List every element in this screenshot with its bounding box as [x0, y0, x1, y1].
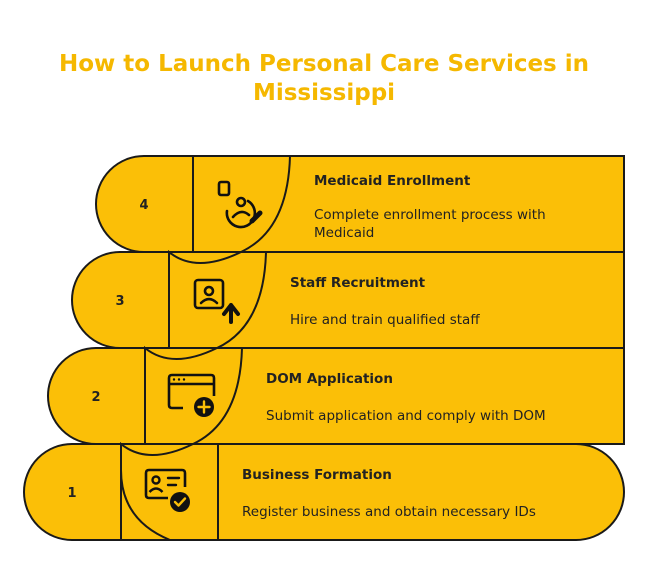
step-1: 1: [23, 441, 625, 541]
medical-assistance-icon: [217, 180, 263, 229]
step-1-number: 1: [67, 486, 76, 501]
step-1-heading: Business Formation: [242, 467, 392, 483]
step-4-connector: [192, 155, 292, 253]
step-1-tab: [23, 443, 122, 541]
step-3: 3: [71, 249, 625, 349]
step-2-connector: [144, 345, 244, 445]
step-4-description: Complete enrollment process with Medicai…: [314, 207, 546, 241]
step-2: 2: [47, 345, 625, 445]
title-line-1: How to Launch Personal Care Services in: [58, 51, 590, 77]
step-3-number: 3: [115, 294, 124, 309]
step-4-heading: Medicaid Enrollment: [314, 173, 471, 189]
id-card-verified-icon: [144, 468, 190, 512]
step-2-description: Submit application and comply with DOM: [266, 408, 546, 424]
step-1-connector: [120, 441, 219, 541]
page-title: How to Launch Personal Care Services in …: [0, 50, 648, 108]
step-4: 4: [95, 155, 625, 253]
step-1-panel: [120, 443, 625, 541]
step-3-heading: Staff Recruitment: [290, 275, 426, 291]
user-upload-icon: [193, 278, 240, 324]
step-3-tab: [71, 251, 170, 349]
step-3-connector: [168, 249, 268, 349]
step-2-heading: DOM Application: [266, 371, 393, 387]
step-4-number: 4: [139, 198, 148, 213]
step-2-number: 2: [91, 390, 100, 405]
title-line-2: Mississippi: [252, 80, 396, 106]
browser-add-icon: [167, 373, 216, 417]
step-2-tab: [47, 347, 146, 445]
step-1-description: Register business and obtain necessary I…: [242, 504, 536, 520]
step-4-tab: [95, 155, 194, 253]
step-3-description: Hire and train qualified staff: [290, 312, 480, 328]
